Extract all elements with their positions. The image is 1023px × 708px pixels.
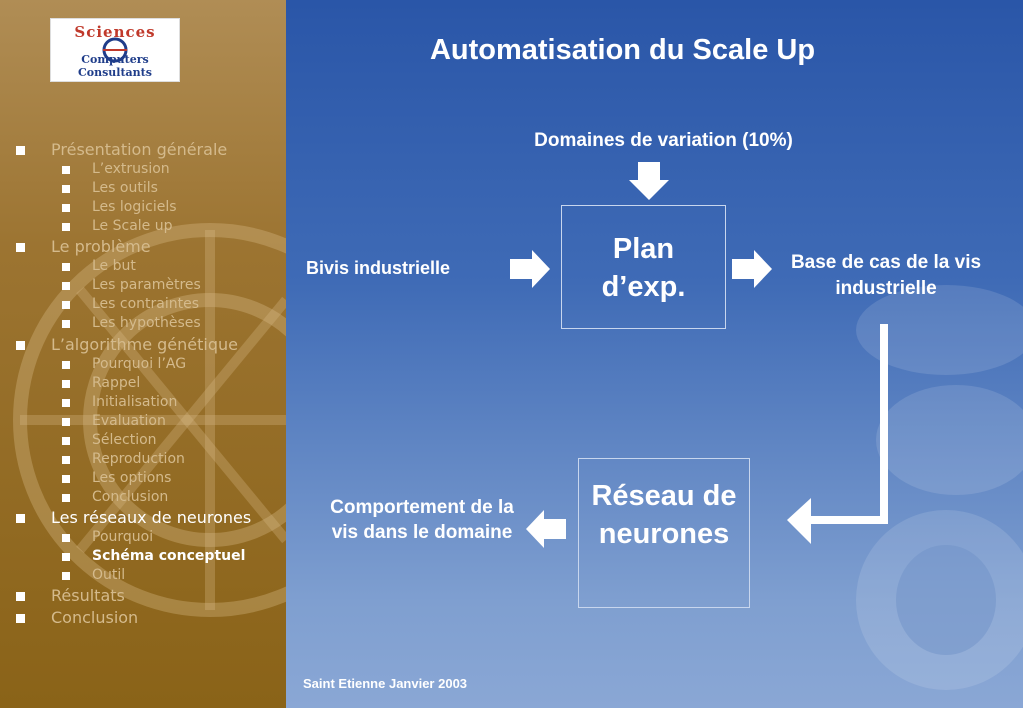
nav-item-label: Les réseaux de neurones	[51, 508, 252, 527]
bullet-square-icon	[62, 475, 70, 483]
bullet-square-icon	[62, 437, 70, 445]
sidebar-decoration	[13, 223, 286, 617]
right-arrow-icon	[510, 250, 550, 288]
nav-item-label: Initialisation	[92, 394, 178, 410]
watermark-logo	[856, 285, 1023, 690]
nav-item-label: Evaluation	[92, 413, 166, 429]
company-logo: Sciences Computers Consultants	[50, 18, 180, 82]
bullet-square-icon	[62, 320, 70, 328]
bullet-square-icon	[16, 614, 25, 623]
slide-content: Automatisation du Scale Up Domaines de v…	[286, 0, 1023, 708]
nav-item-label: Conclusion	[51, 608, 139, 627]
nav-item-label: Les options	[92, 470, 172, 486]
bullet-square-icon	[62, 572, 70, 580]
bullet-square-icon	[62, 204, 70, 212]
right-arrow-icon	[732, 250, 772, 288]
bullet-square-icon	[62, 185, 70, 193]
nav-item-label: Pourquoi l’AG	[92, 356, 187, 372]
nav-item-label: L’algorithme génétique	[51, 335, 238, 354]
bullet-square-icon	[62, 282, 70, 290]
reseau-box: Réseau de neurones	[578, 458, 750, 608]
comportement-label: Comportement de la vis dans le domaine	[330, 497, 514, 543]
bullet-square-icon	[62, 494, 70, 502]
base-label: Base de cas de la vis industrielle	[790, 252, 982, 299]
sidebar: Sciences Computers Consultants Présentat…	[0, 0, 286, 708]
nav-item-label: Les hypothèses	[92, 315, 201, 331]
bullet-square-icon	[62, 223, 70, 231]
nav-item-label: Résultats	[51, 586, 125, 605]
nav-item-label: Reproduction	[92, 451, 185, 467]
nav-item-label: Les logiciels	[92, 199, 177, 215]
nav-item-label: Schéma conceptuel	[92, 548, 246, 564]
bullet-square-icon	[62, 456, 70, 464]
return-arrow-icon	[787, 324, 888, 544]
nav-item-label: Les paramètres	[92, 277, 201, 293]
domains-label: Domaines de variation (10%)	[534, 130, 793, 151]
bullet-square-icon	[16, 592, 25, 601]
reseau-box-label: Réseau de neurones	[591, 480, 737, 550]
bullet-square-icon	[62, 418, 70, 426]
bullet-square-icon	[62, 263, 70, 271]
logo-emblem	[102, 37, 128, 63]
nav-item-label: Sélection	[92, 432, 157, 448]
nav-item-label: Outil	[92, 567, 126, 583]
bullet-square-icon	[62, 380, 70, 388]
bullet-square-icon	[16, 341, 25, 350]
logo-title: Sciences	[74, 23, 156, 41]
down-arrow-icon	[629, 162, 669, 200]
nav-item-label: Pourquoi	[92, 529, 154, 545]
nav-item-label: Rappel	[92, 375, 141, 391]
bullet-square-icon	[62, 399, 70, 407]
nav-item-label: L’extrusion	[92, 161, 170, 177]
nav-item-label: Les contraintes	[92, 296, 200, 312]
nav-item-label: Conclusion	[92, 489, 169, 505]
bullet-square-icon	[62, 553, 70, 561]
bullet-square-icon	[62, 166, 70, 174]
footer-text: Saint Etienne Janvier 2003	[303, 676, 468, 691]
bullet-square-icon	[62, 534, 70, 542]
logo-subtitle: Computers Consultants	[78, 53, 152, 79]
nav-item-label: Le but	[92, 258, 136, 274]
bivis-label: Bivis industrielle	[305, 258, 451, 278]
slide-title: Automatisation du Scale Up	[429, 34, 816, 66]
nav-item-label: Le problème	[51, 237, 151, 256]
plan-box-label: Plan d’exp.	[601, 233, 686, 303]
bullet-square-icon	[16, 514, 25, 523]
nav-item-label: Le Scale up	[92, 218, 173, 234]
plan-box: Plan d’exp.	[561, 205, 726, 329]
bullet-square-icon	[62, 301, 70, 309]
nav-item-label: Présentation générale	[51, 140, 228, 159]
bullet-square-icon	[62, 361, 70, 369]
left-arrow-icon	[526, 510, 566, 548]
bullet-square-icon	[16, 243, 25, 252]
bullet-square-icon	[16, 146, 25, 155]
nav-item-label: Les outils	[92, 180, 158, 196]
